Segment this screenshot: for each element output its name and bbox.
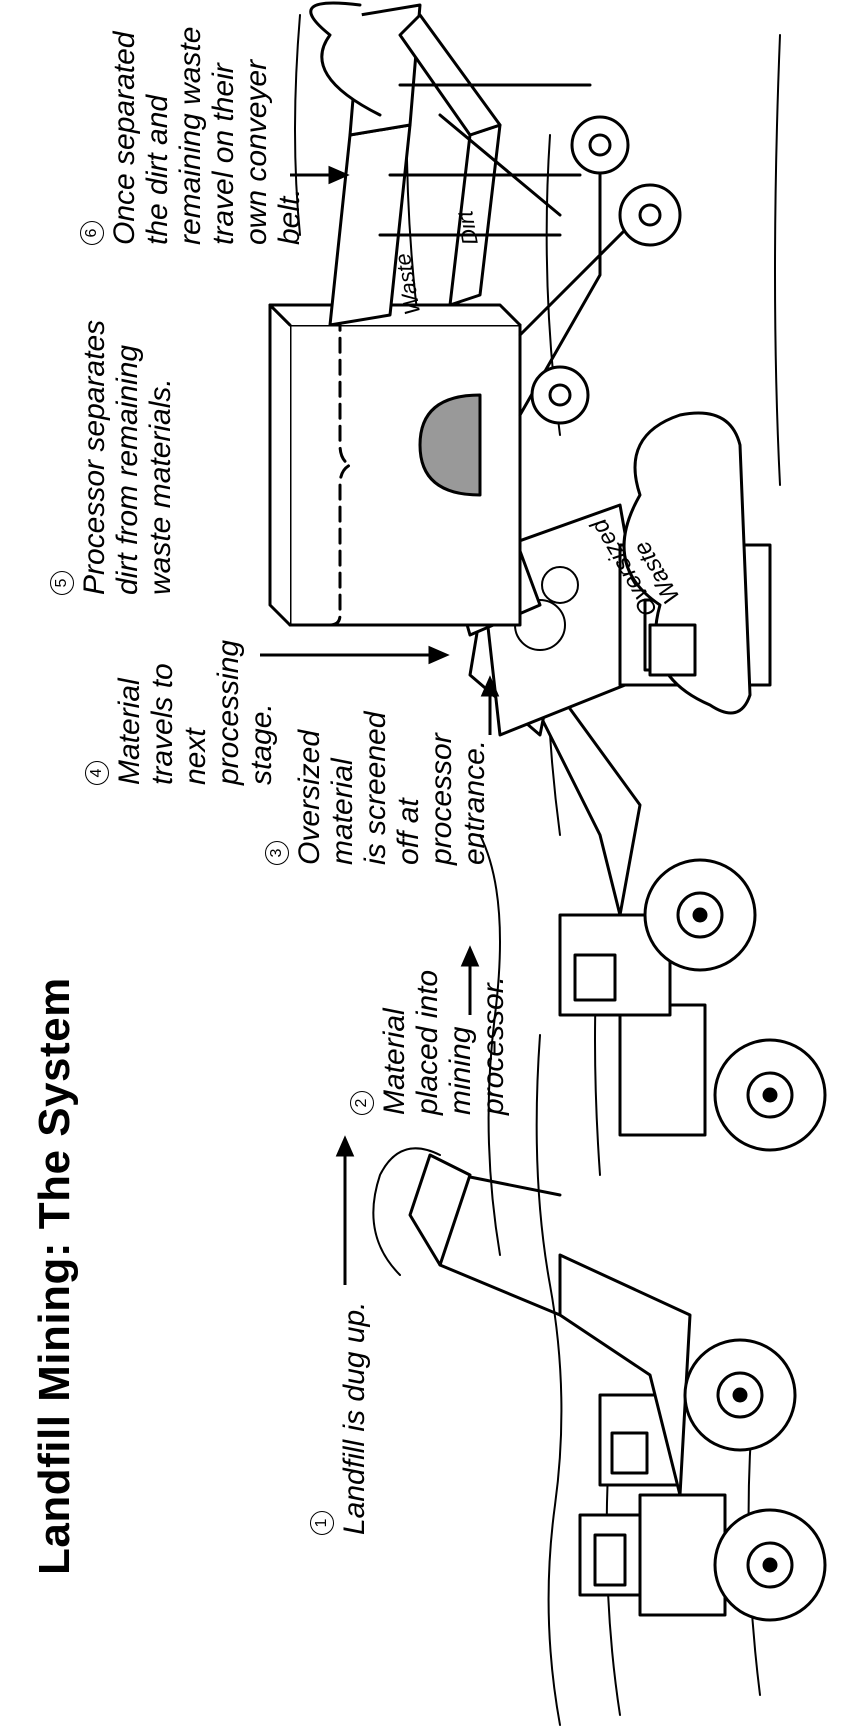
step-4-callout: 4 Material travels to next processing st… bbox=[75, 640, 278, 785]
step-4-number: 4 bbox=[85, 761, 109, 785]
step-5-callout: 5 Processor separates dirt from remainin… bbox=[40, 320, 177, 595]
step-6-text: Once separated the dirt and remaining wa… bbox=[108, 26, 306, 245]
step-4-text: Material travels to next processing stag… bbox=[113, 639, 278, 785]
separation-conveyors bbox=[309, 1, 592, 327]
step-3-callout: 3 Oversized material is screened off at … bbox=[255, 712, 491, 865]
step-1-callout: 1 Landfill is dug up. bbox=[300, 1301, 371, 1536]
step-1-text: Landfill is dug up. bbox=[338, 1301, 371, 1536]
step-2-callout: 2 Material placed into mining processor. bbox=[340, 970, 510, 1115]
oversized-waste-pile bbox=[622, 411, 752, 715]
step-1-number: 1 bbox=[310, 1511, 334, 1535]
step-3-text: Oversized material is screened off at pr… bbox=[293, 711, 491, 865]
processor-box bbox=[268, 115, 682, 627]
step-5-text: Processor separates dirt from remaining … bbox=[78, 319, 177, 595]
step-6-number: 6 bbox=[80, 221, 104, 245]
arrow-head-step-4 bbox=[428, 645, 450, 665]
arrow-head-step-1 bbox=[335, 1135, 355, 1157]
step-2-number: 2 bbox=[350, 1091, 374, 1115]
step-5-number: 5 bbox=[50, 571, 74, 595]
step-2-text: Material placed into mining processor. bbox=[378, 969, 510, 1115]
arrow-head-step-2 bbox=[460, 945, 480, 967]
arrow-head-step-3 bbox=[480, 675, 500, 697]
loader-truck bbox=[468, 613, 827, 1152]
excavator bbox=[372, 1147, 827, 1622]
diagram-title: Landfill Mining: The System bbox=[30, 977, 79, 1575]
step-6-callout: 6 Once separated the dirt and remaining … bbox=[70, 27, 306, 245]
step-3-number: 3 bbox=[265, 841, 289, 865]
arrow-head-step-6 bbox=[328, 165, 350, 185]
